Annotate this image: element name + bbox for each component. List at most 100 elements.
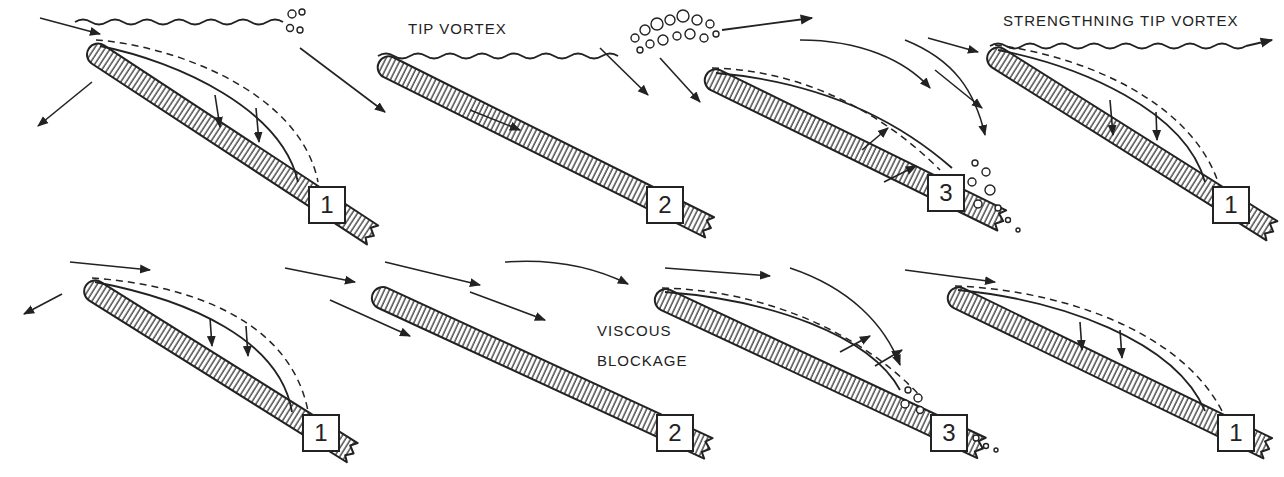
separation-line bbox=[958, 290, 1205, 411]
flow-arrow bbox=[660, 58, 700, 102]
flow-arrow bbox=[875, 350, 902, 366]
flow-arrow bbox=[24, 294, 62, 314]
flow-arrow bbox=[905, 270, 995, 282]
vortex-bubbles bbox=[995, 205, 1001, 211]
vortex-bubbles bbox=[665, 15, 675, 25]
flow-arrow bbox=[215, 95, 220, 127]
stage-number-box: 3 bbox=[927, 174, 965, 212]
flow-arrow bbox=[505, 261, 628, 284]
blade bbox=[983, 43, 1279, 241]
vortex-bubbles bbox=[706, 20, 714, 28]
vortex-bubbles bbox=[685, 29, 695, 39]
flow-arrow bbox=[905, 40, 985, 135]
blade bbox=[83, 39, 380, 245]
vortex-bubbles bbox=[700, 34, 708, 42]
stage-number-box: 1 bbox=[308, 186, 346, 224]
flow-arrow bbox=[800, 40, 930, 88]
separation-boundary bbox=[995, 45, 1218, 182]
stage-number: 2 bbox=[668, 421, 681, 445]
stage-number-box: 2 bbox=[646, 186, 684, 224]
flow-arrow bbox=[470, 292, 545, 320]
vortex-bubbles bbox=[646, 40, 654, 48]
flow-arrow bbox=[928, 38, 978, 52]
vortex-bubbles bbox=[287, 9, 1021, 452]
vortex-bubbles bbox=[637, 47, 643, 53]
stage-number-box: 2 bbox=[656, 414, 694, 452]
flow-arrow bbox=[1156, 112, 1157, 140]
separation-boundary bbox=[92, 40, 1222, 411]
vortex-bubbles bbox=[1016, 228, 1020, 232]
annotation-label: VISCOUS BLOCKAGE bbox=[597, 316, 709, 376]
separation-line bbox=[716, 73, 952, 168]
vortex-bubbles bbox=[984, 444, 989, 449]
vortex-bubbles bbox=[287, 25, 294, 32]
flow-arrow bbox=[665, 268, 770, 276]
blade bbox=[944, 284, 1274, 459]
flow-arrow bbox=[256, 108, 259, 142]
vortex-bubbles bbox=[673, 32, 681, 40]
stage-number-box: 3 bbox=[930, 414, 968, 452]
flow-arrow bbox=[24, 18, 1157, 366]
blade bbox=[374, 53, 716, 238]
flow-arrow bbox=[840, 336, 870, 352]
flow-arrow bbox=[330, 300, 410, 336]
flow-arrow bbox=[470, 110, 520, 130]
blade bbox=[80, 276, 359, 463]
blade bbox=[701, 66, 1008, 231]
separation-line bbox=[95, 46, 1205, 412]
annotation-label: TIP VORTEX bbox=[408, 20, 507, 37]
stage-number: 3 bbox=[939, 181, 952, 205]
vortex-bubbles bbox=[972, 160, 978, 166]
flow-arrow bbox=[1120, 330, 1122, 358]
vortex-bubbles bbox=[901, 400, 909, 408]
blade bbox=[651, 285, 987, 458]
tip-vortex-line bbox=[722, 18, 812, 30]
flow-arrow bbox=[70, 262, 150, 270]
flow-arrow bbox=[300, 48, 385, 112]
stage-number: 1 bbox=[1229, 421, 1242, 445]
vortex-bubbles bbox=[677, 10, 689, 22]
flow-arrow bbox=[38, 82, 92, 126]
vortex-bubbles bbox=[985, 185, 995, 195]
vortex-bubbles bbox=[917, 407, 924, 414]
vortex-bubbles bbox=[288, 10, 296, 18]
vortex-bubbles bbox=[905, 387, 911, 393]
separation-boundary bbox=[662, 288, 922, 398]
separation-line bbox=[100, 46, 298, 182]
stage-number-box: 1 bbox=[302, 414, 340, 452]
vortex-bubbles bbox=[982, 168, 990, 176]
vortex-bubbles bbox=[299, 9, 305, 15]
flow-arrow bbox=[210, 318, 212, 346]
stage-number: 3 bbox=[942, 421, 955, 445]
flow-arrow bbox=[40, 18, 100, 34]
flow-arrow bbox=[790, 268, 900, 365]
separation-boundary bbox=[712, 68, 940, 170]
tip-vortex-line bbox=[990, 44, 1246, 49]
vortex-bubbles bbox=[713, 31, 719, 37]
vortex-bubbles bbox=[914, 394, 922, 402]
stage-number: 1 bbox=[314, 421, 327, 445]
blade bbox=[80, 39, 1279, 462]
flow-arrow bbox=[884, 166, 916, 182]
stage-number: 1 bbox=[320, 193, 333, 217]
stage-number: 2 bbox=[658, 193, 671, 217]
vortex-bubbles bbox=[631, 34, 639, 42]
stage-number-box: 1 bbox=[1217, 414, 1255, 452]
vortex-bubbles bbox=[297, 27, 303, 33]
separation-line bbox=[95, 282, 292, 412]
tip-vortex-line bbox=[378, 54, 618, 59]
vortex-bubbles bbox=[973, 435, 979, 441]
separation-line bbox=[998, 50, 1205, 182]
stage-number-box: 1 bbox=[1212, 186, 1250, 224]
vortex-bubbles bbox=[640, 25, 650, 35]
vortex-bubbles bbox=[968, 178, 976, 186]
separation-boundary bbox=[96, 40, 318, 182]
vortex-bubbles bbox=[974, 200, 982, 208]
flow-arrow bbox=[385, 262, 480, 285]
tip-vortex-line bbox=[1246, 40, 1272, 46]
flow-arrow bbox=[1110, 100, 1113, 135]
flow-arrow bbox=[862, 128, 888, 150]
tip-vortex-line bbox=[75, 20, 283, 25]
vortex-bubbles bbox=[994, 448, 998, 452]
vortex-bubbles bbox=[1006, 218, 1011, 223]
